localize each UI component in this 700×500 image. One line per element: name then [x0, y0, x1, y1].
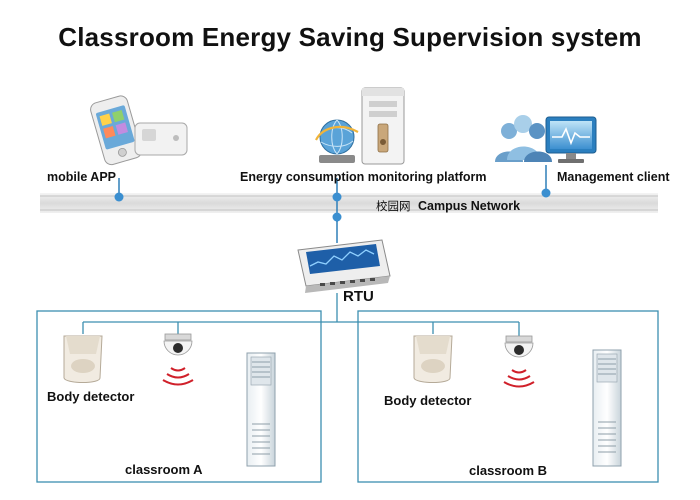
- mobile-app-node-dot: [114, 192, 124, 202]
- rtu-links: [82, 293, 520, 336]
- ceiling-camera-b-icon: [504, 335, 534, 358]
- campus-network-bar: [40, 193, 658, 213]
- body-detector-a-label: Body detector: [47, 389, 135, 404]
- body-detector-b-label: Body detector: [384, 393, 472, 408]
- server-icon: [361, 87, 405, 165]
- signal-waves-b-icon: [503, 369, 535, 388]
- platform-node-dot-lower: [332, 212, 342, 222]
- rtu-label: RTU: [343, 288, 374, 305]
- management-node-dot: [541, 188, 551, 198]
- page-title: Classroom Energy Saving Supervision syst…: [58, 22, 642, 52]
- mobile-phone-icon: [90, 95, 188, 166]
- campus-network-label: 校园网 Campus Network: [376, 198, 520, 214]
- connector-dots: [114, 188, 551, 222]
- air-conditioner-a-icon: [246, 352, 276, 467]
- management-client-label: Management client: [557, 170, 670, 184]
- signal-waves-a-icon: [162, 367, 194, 386]
- ceiling-camera-a-icon: [163, 333, 193, 356]
- campus-network-label-cn: 校园网: [376, 199, 411, 213]
- platform-label: Energy consumption monitoring platform: [240, 170, 487, 184]
- rtu-device-icon: [297, 239, 391, 293]
- monitor-icon: [545, 116, 597, 163]
- classroom-a-label: classroom A: [125, 462, 203, 477]
- card-reader-icon: [134, 122, 188, 156]
- body-detector-b-icon: [413, 335, 453, 383]
- classroom-a-frame: [36, 310, 322, 483]
- classroom-b-label: classroom B: [469, 463, 548, 478]
- classroom-b-frame: [357, 310, 659, 483]
- campus-network-label-en: Campus Network: [417, 199, 521, 213]
- globe-icon: [315, 119, 359, 163]
- body-detector-a-icon: [63, 335, 103, 383]
- mobile-app-label: mobile APP: [47, 170, 116, 184]
- air-conditioner-b-icon: [592, 349, 622, 467]
- platform-node-dot: [332, 192, 342, 202]
- users-icon: [495, 115, 552, 162]
